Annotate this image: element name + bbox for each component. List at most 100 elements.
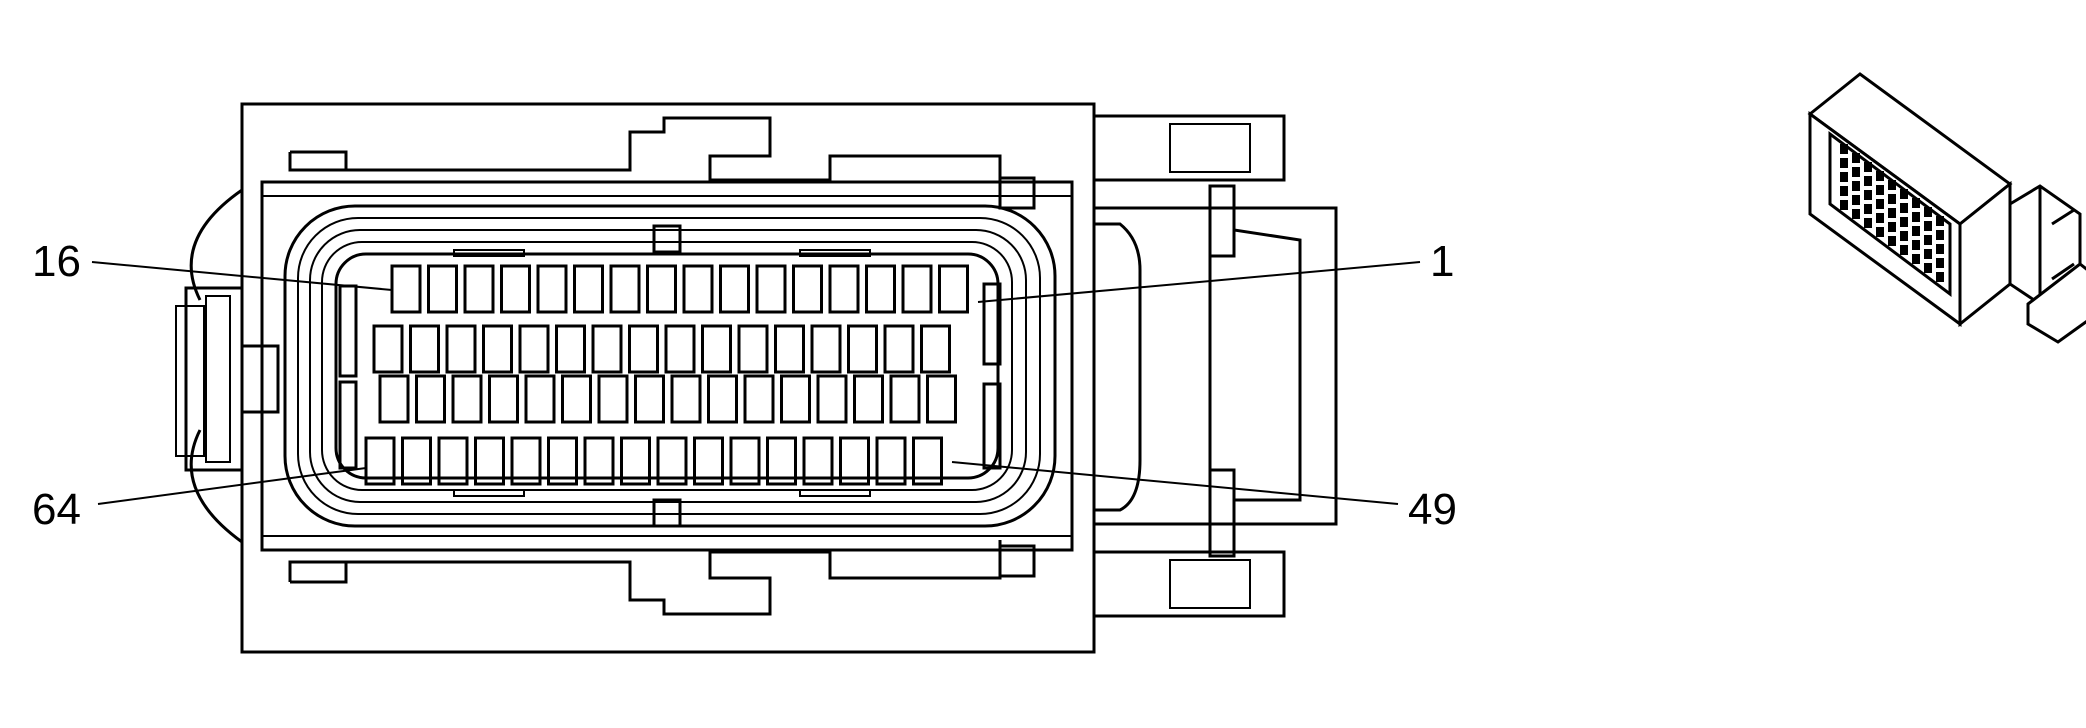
pin-cavity xyxy=(656,436,688,486)
pin-cavity xyxy=(628,324,659,374)
pin-cavity xyxy=(926,374,957,424)
pin-cavity xyxy=(427,264,458,314)
isometric-pin xyxy=(1876,227,1884,237)
isometric-pin xyxy=(1924,221,1932,231)
seal-ring-5 xyxy=(334,252,1000,480)
isometric-pin xyxy=(1852,181,1860,191)
pin-cavity xyxy=(524,374,556,424)
isometric-pin xyxy=(1924,207,1932,217)
corner-tab xyxy=(998,544,1036,578)
key-bar xyxy=(453,249,525,257)
pin-cavity xyxy=(693,436,724,486)
isometric-pin xyxy=(1924,235,1932,245)
pin-cavity xyxy=(883,324,915,374)
isometric-pin xyxy=(1864,162,1872,172)
pin-cavity xyxy=(597,374,629,424)
pin-cavity xyxy=(561,374,592,424)
pin-cavity xyxy=(719,264,750,314)
pin-cavity xyxy=(707,374,738,424)
left-latch-inner xyxy=(205,295,231,463)
isometric-pin xyxy=(1864,218,1872,228)
pin-cavity xyxy=(415,374,446,424)
isometric-pin xyxy=(1900,203,1908,213)
pin-cavity xyxy=(737,324,769,374)
corner-tab xyxy=(998,176,1036,210)
key-bar xyxy=(453,489,525,497)
seal-ring-3 xyxy=(309,229,1027,503)
pin-cavity xyxy=(743,374,775,424)
isometric-pin xyxy=(1888,180,1896,190)
isometric-pin xyxy=(1840,186,1848,196)
pin-label-1: 1 xyxy=(1430,237,1454,286)
pin-cavity xyxy=(500,264,531,314)
leader-line-49 xyxy=(951,461,1399,505)
isometric-pin xyxy=(1888,208,1896,218)
left-latch-stub xyxy=(240,344,280,414)
leader-line-64 xyxy=(97,467,367,505)
connector-isometric-thumbnail xyxy=(1807,72,2086,344)
pin-cavity xyxy=(390,264,422,314)
isometric-pin xyxy=(1912,240,1920,250)
key-bump-bottom xyxy=(652,498,682,528)
pin-cavity xyxy=(816,374,848,424)
key-bar xyxy=(799,489,871,497)
pin-cavity xyxy=(755,264,787,314)
pin-cavity xyxy=(437,436,469,486)
isometric-pin xyxy=(1900,189,1908,199)
isometric-pin xyxy=(1912,226,1920,236)
isometric-pin xyxy=(1936,216,1944,226)
isometric-pin xyxy=(1852,195,1860,205)
isometric-pin xyxy=(1912,212,1920,222)
pin-cavity xyxy=(875,436,907,486)
top-latch xyxy=(288,116,1002,190)
key-bump-top xyxy=(652,224,682,254)
pin-cavity xyxy=(792,264,823,314)
isometric-pin xyxy=(1840,158,1848,168)
latch-plate-top-inner xyxy=(1169,123,1251,173)
leader-line-16 xyxy=(91,261,393,291)
pin-cavity xyxy=(920,324,951,374)
pin-cavity xyxy=(547,436,578,486)
pin-cavity xyxy=(802,436,834,486)
pin-cavity xyxy=(701,324,732,374)
pin-cavity xyxy=(573,264,604,314)
left-lobe xyxy=(189,188,243,544)
pin-cavity xyxy=(518,324,550,374)
isometric-pin xyxy=(1888,194,1896,204)
isometric-pin xyxy=(1936,244,1944,254)
isometric-pin xyxy=(1876,171,1884,181)
pin-cavity xyxy=(780,374,811,424)
pin-cavity xyxy=(664,324,696,374)
pin-cavity xyxy=(445,324,477,374)
latch-body xyxy=(1094,206,1338,526)
mating-latch xyxy=(1092,114,1338,618)
bottom-latch xyxy=(288,540,1002,616)
key-bar xyxy=(799,249,871,257)
pin-cavity xyxy=(488,374,519,424)
pin-cavity xyxy=(839,436,870,486)
pin-cavity xyxy=(682,264,714,314)
inner-frame-2 xyxy=(261,195,1073,537)
pin-cavity xyxy=(409,324,440,374)
pin-cavity xyxy=(591,324,623,374)
pin-label-49: 49 xyxy=(1408,485,1457,534)
pin-cavity xyxy=(463,264,495,314)
isometric-pin xyxy=(1936,272,1944,282)
seal-ring-4 xyxy=(321,241,1013,491)
latch-tooth xyxy=(1208,468,1236,558)
pin-cavity xyxy=(378,374,410,424)
connector-face-view xyxy=(175,102,1096,654)
pin-label-64: 64 xyxy=(32,485,81,534)
pin-cavity xyxy=(865,264,896,314)
left-latch-inner xyxy=(175,305,205,457)
pin-cavity xyxy=(620,436,651,486)
isometric-pin xyxy=(1840,200,1848,210)
isometric-pin xyxy=(1900,217,1908,227)
pin-cavity xyxy=(583,436,615,486)
isometric-pin xyxy=(1864,190,1872,200)
isometric-pin xyxy=(1936,230,1944,240)
latch-plate-top xyxy=(1092,114,1286,182)
isometric-pin xyxy=(1912,198,1920,208)
isometric-pin xyxy=(1924,249,1932,259)
